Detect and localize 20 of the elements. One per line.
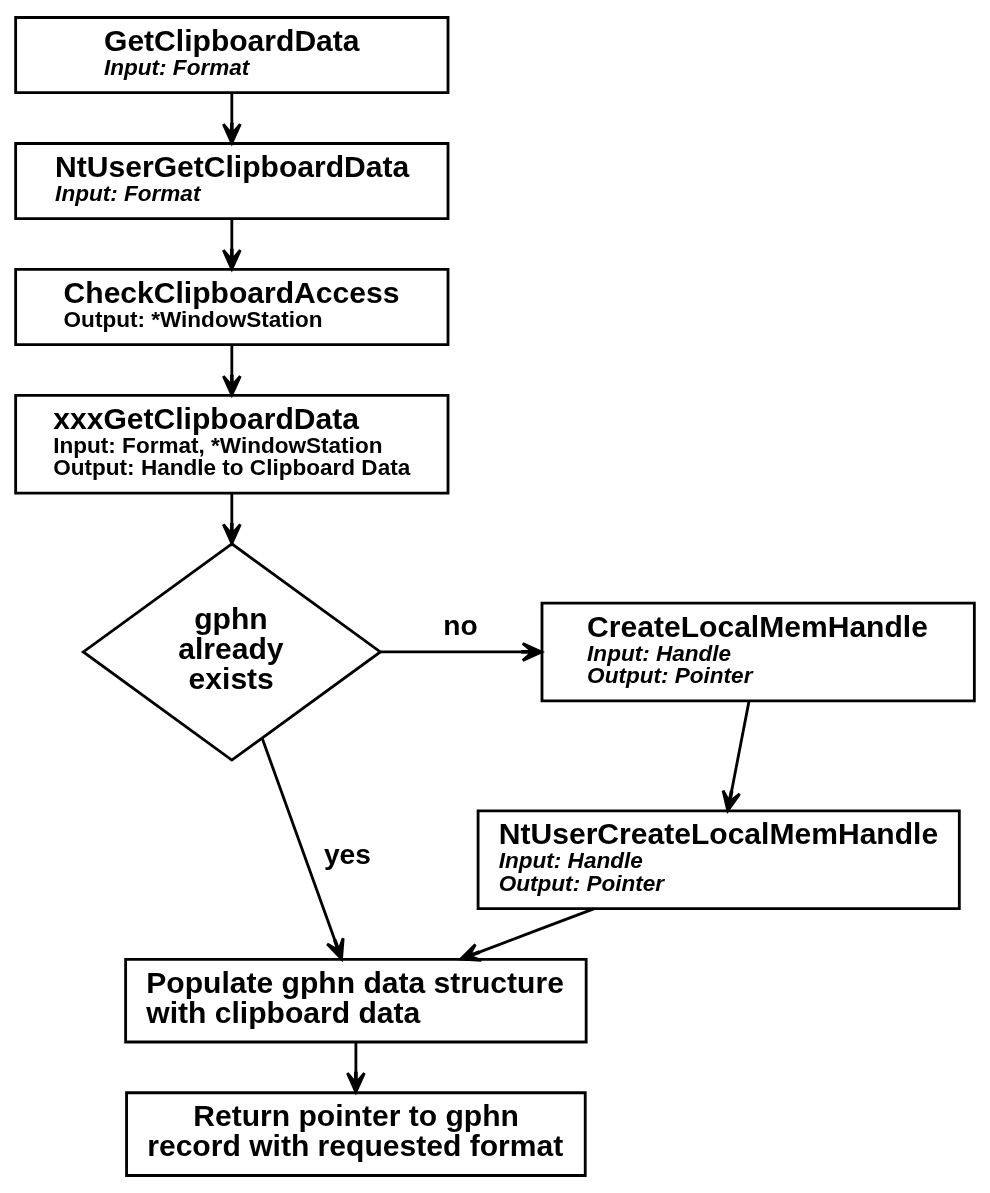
arrow [221, 218, 242, 271]
arrow [346, 1042, 366, 1094]
edge-label: yes [323, 838, 371, 871]
node-box: xxxGetClipboardData Input: Format, *WindowStation Output: Handle to Clipboard Data [14, 393, 450, 495]
node-diamond: gphn already exists [80, 542, 383, 762]
node-box: Return pointer to gphn record with requested format [125, 1091, 587, 1177]
node-box: NtUserCreateLocalMemHandle Input: Handle Output: Pointer [476, 809, 961, 910]
arrow [260, 737, 345, 961]
node-box: Populate gphn data structure with clipboard data [124, 957, 588, 1044]
arrow [221, 344, 242, 397]
node-box: CheckClipboardAccess Output: *WindowStation [14, 268, 450, 347]
node-box: GetClipboardData Input: Format [14, 16, 450, 95]
node-box: NtUserGetClipboardData Input: Format [14, 142, 450, 221]
node-box: CreateLocalMemHandle Input: Handle Output: Pointer [540, 601, 976, 703]
arrow [380, 642, 543, 662]
arrow [221, 93, 242, 145]
arrow [721, 700, 751, 813]
arrow [221, 493, 242, 545]
edge-label: no [443, 609, 478, 642]
arrow [459, 907, 595, 962]
